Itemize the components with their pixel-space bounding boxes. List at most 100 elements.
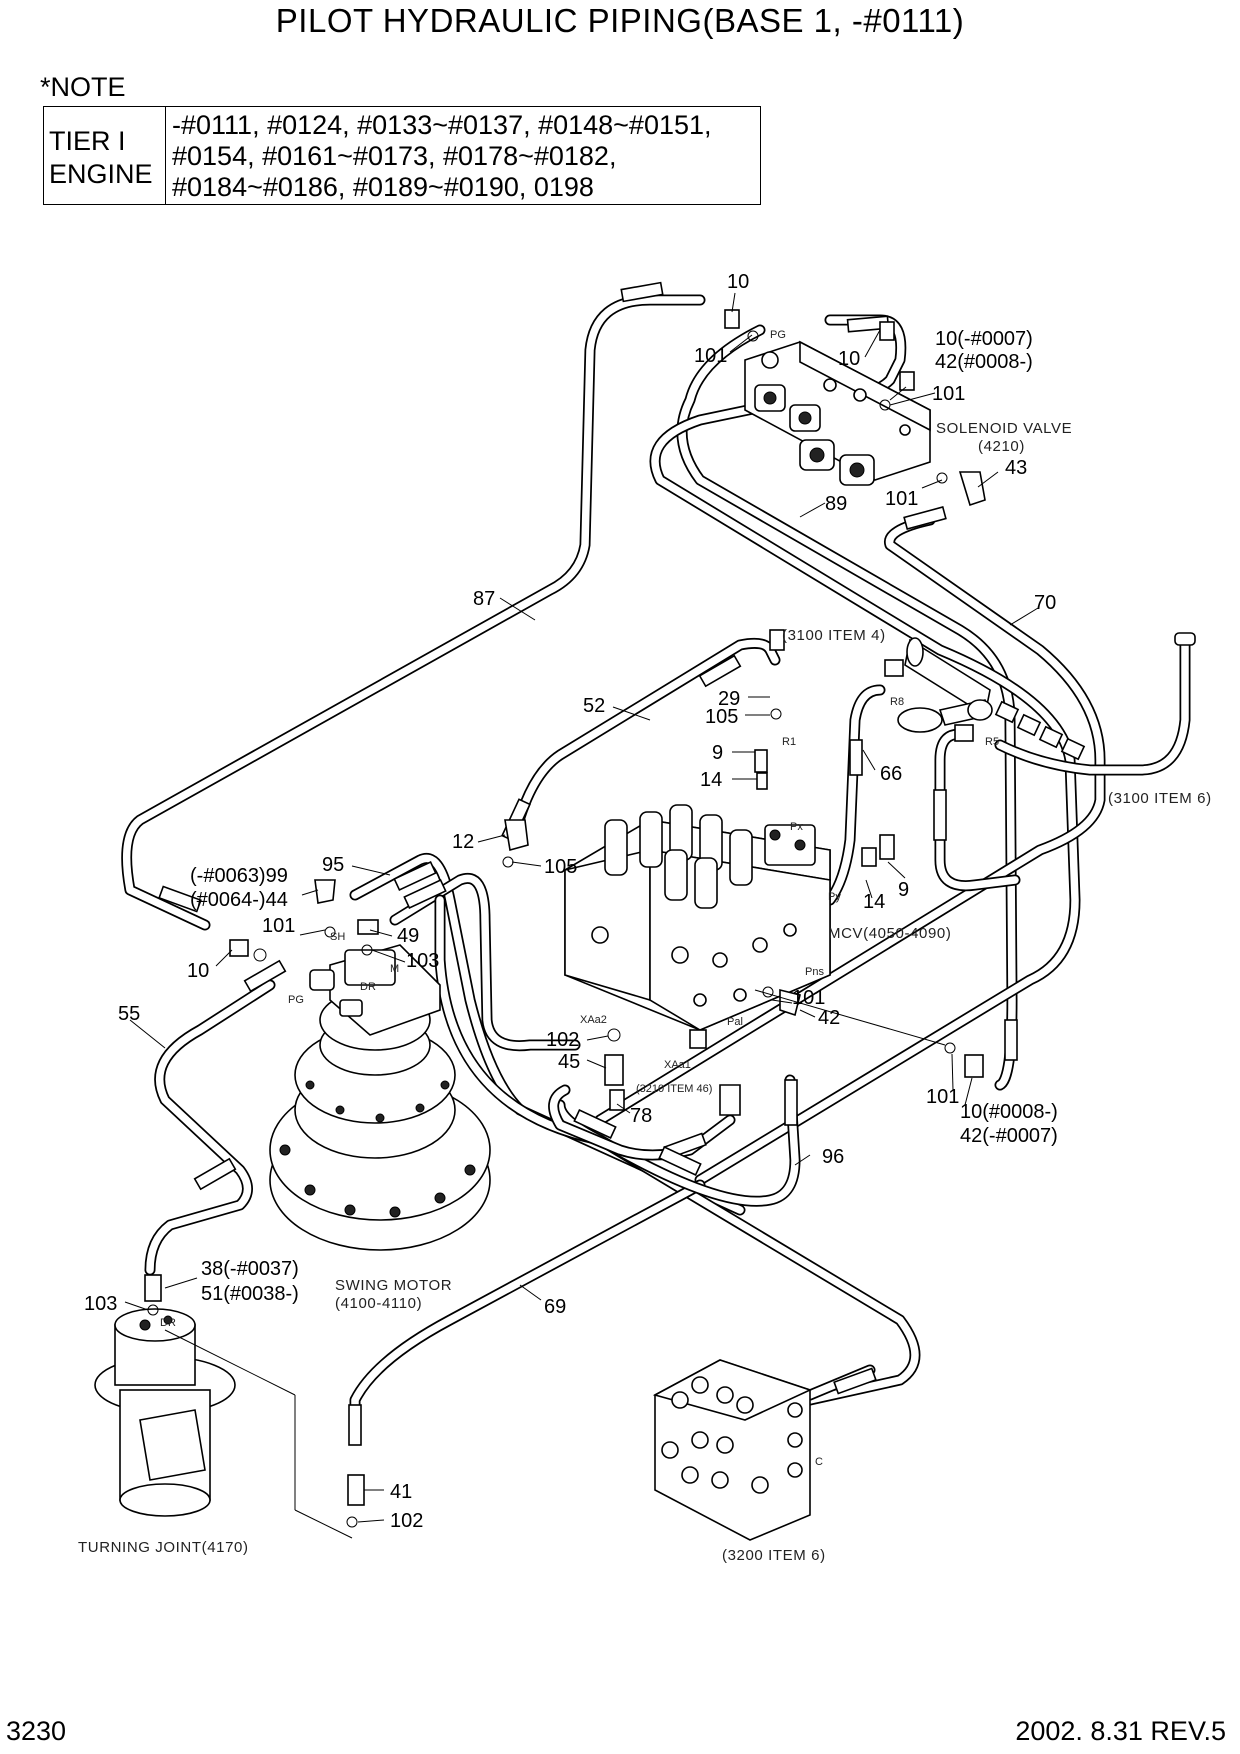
fitting-45 [604,1054,624,1086]
fitting-99-44 [314,879,336,904]
port-c: C [815,1456,823,1468]
callout-51: 51(#0038-) [201,1283,299,1305]
callout-78: 78 [630,1105,652,1127]
port-sh: SH [330,931,345,943]
hose-70 [594,514,1106,1126]
swing-motor-code: (4100-4110) [335,1295,422,1312]
callout-10-solenoid: 10 [838,348,860,370]
callout-29: 29 [718,688,740,710]
callout-9-py: 9 [898,879,909,901]
port-dr-joint: DR [160,1317,176,1329]
fitting-r8 [884,659,904,677]
callout-102-mcv: 102 [546,1029,579,1051]
callout-45: 45 [558,1051,580,1073]
callout-69: 69 [544,1296,566,1318]
fitting-3210-item46 [719,1084,741,1116]
turning-joint-name: TURNING JOINT(4170) [78,1539,249,1556]
swing-motor [229,879,491,1251]
callout-70: 70 [1034,592,1056,614]
fitting-41 [347,1474,365,1506]
callout-103-joint: 103 [84,1293,117,1315]
hose-69-lower [349,1179,706,1446]
hose-49 [389,873,581,1052]
fitting-10-top [724,309,740,329]
hose-sleeves [158,281,1018,1446]
note-label-engine: ENGINE [49,159,153,189]
callout-10-n0007: 10(-#0007) [935,328,1033,350]
fitting-14-r1 [756,772,768,790]
callout-10-top: 10 [727,271,749,293]
callout-10-motor: 10 [187,960,209,982]
callout-42-n0007: 42(-#0007) [960,1125,1058,1147]
callout-42-n0008: 42(#0008-) [935,351,1033,373]
note-serial-line: #0184~#0186, #0189~#0190, 0198 [172,172,594,202]
callout-95: 95 [322,854,344,876]
callout-38: 38(-#0037) [201,1258,299,1280]
callout-14-r1: 14 [700,769,722,791]
callout-87: 87 [473,588,495,610]
mcv-name: MCV(4050-4090) [828,925,951,942]
callout-52: 52 [583,695,605,717]
callout-101-top: 101 [694,345,727,367]
port-pal: Pal [727,1016,743,1028]
note-label-tier: TIER I [49,126,126,156]
callout-numbers: 10 101 10 10(-#0007) 42(#0008-) 101 43 1… [84,271,1058,1532]
return-block [884,637,1086,1078]
swing-motor-name: SWING MOTOR [335,1277,452,1294]
fitting-r5 [954,724,974,742]
port-px: Px [790,821,803,833]
callout-10-n0008: 10(#0008-) [960,1101,1058,1123]
note-table: TIER I ENGINE -#0111, #0124, #0133~#0137… [43,106,761,205]
fitting-49 [357,919,379,935]
callout-14-py: 14 [863,891,885,913]
port-xaa2: XAa2 [580,1014,607,1026]
callout-12: 12 [452,831,474,853]
hose-87 [121,294,706,931]
hose-r5 [934,728,1021,892]
solenoid-valve-code: (4210) [978,438,1025,455]
revision-date: 2002. 8.31 REV.5 [1015,1716,1226,1746]
callout-41: 41 [390,1481,412,1503]
callout-96: 96 [822,1146,844,1168]
port-pg-motor: PG [288,994,304,1006]
callout-103-motor: 103 [406,950,439,972]
ref-3100-item4: (3100 ITEM 4) [782,627,886,644]
mcv-block [502,629,895,1116]
port-dr: DR [360,981,376,993]
port-labels: PG R8 R5 R1 Px Py SH M DR PG XAa2 XAa1 P… [160,329,999,1468]
callout-105-mid: 105 [544,856,577,878]
turning-joint [94,1274,353,1539]
note-serial-line: -#0111, #0124, #0133~#0137, #0148~#0151, [172,110,712,140]
hose-66 [824,684,886,906]
fitting-10-motor [229,939,249,957]
callout-66: 66 [880,763,902,785]
ref-3210-item46: (3210 ITEM 46) [636,1083,712,1095]
fitting-14-py [861,847,877,867]
callout-44: (#0064-)44 [190,889,288,911]
port-pns: Pns [805,966,824,978]
port-pg-top: PG [770,329,786,341]
leader-lines [124,292,1039,1523]
callout-42-mcv: 42 [818,1007,840,1029]
fitting-10-solenoid [879,321,895,341]
callout-101-right: 101 [926,1086,959,1108]
page-number: 3230 [6,1716,67,1746]
callout-101-motor: 101 [262,915,295,937]
callout-9-r1: 9 [712,742,723,764]
note-serials-cell: -#0111, #0124, #0133~#0137, #0148~#0151,… [166,107,760,204]
port-py: Py [828,891,841,903]
solenoid-valve-name: SOLENOID VALVE [936,420,1072,437]
hose-3100-item6 [994,632,1196,776]
fitting-29 [769,629,785,651]
hose-top-loop [649,314,1081,1186]
callout-101-mcv: 101 [792,987,825,1009]
fitting-9-py [879,834,895,860]
pilot-block-3200 [346,1359,813,1541]
fitting-38-51 [144,1274,162,1302]
component-captions: SOLENOID VALVE (4210) MCV(4050-4090) SWI… [78,420,1211,1564]
port-m: M [390,963,399,975]
callout-55: 55 [118,1003,140,1025]
callout-105-top: 105 [705,706,738,728]
callout-89: 89 [825,493,847,515]
solenoid-valve [724,309,986,507]
